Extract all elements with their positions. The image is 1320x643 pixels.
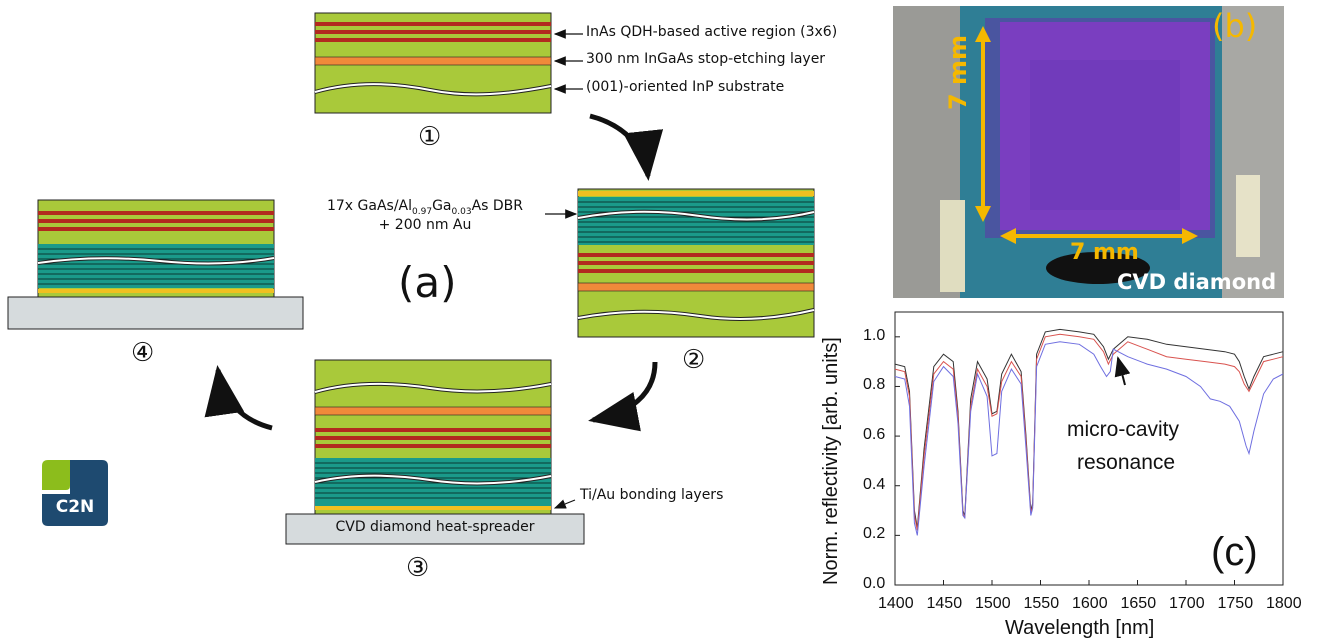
y-tick-label: 1.0 [863,326,886,344]
step-3-marker: ③ [406,553,430,583]
label-dbr: 17x GaAs/Al0.97Ga0.03As DBR + 200 nm Au [326,198,523,233]
c2n-logo: C2N [42,460,108,526]
step-2-marker: ② [682,345,706,375]
x-tick-label: 1700 [1169,595,1205,612]
x-tick-label: 1550 [1023,595,1060,612]
x-tick-label: 1800 [1266,595,1302,612]
chart-xlabel: Wavelength [nm] [1005,617,1155,639]
x-tick-label: 1600 [1072,595,1108,612]
stack-3 [285,359,585,545]
y-tick-label: 0.6 [863,426,886,444]
resonance-arrow [1114,356,1131,386]
label-active-region: InAs QDH-based active region (3x6) [586,24,838,40]
logo-text: C2N [55,497,95,517]
label-bonding: Ti/Au bonding layers [580,487,724,503]
stack-1 [314,12,552,114]
annotation-line2: resonance [1077,451,1176,474]
x-tick-label: 1450 [926,595,963,612]
x-tick-label: 1650 [1120,595,1157,612]
y-tick-label: 0.2 [863,525,886,543]
label-stop-etch: 300 nm InGaAs stop-etching layer [586,51,826,67]
label-pointers [545,29,583,509]
dim-horizontal-label: 7 mm [1070,240,1139,265]
panel-b-label: (b) [1212,7,1258,45]
series-line-3 [894,341,1284,536]
dim-vertical-label: 7 mm [944,34,972,110]
diamond-photo [893,6,1284,298]
y-tick-label: 0.8 [863,376,886,394]
reflectivity-chart [894,311,1284,586]
process-arrows [204,113,664,432]
annotation-line1: micro-cavity [1067,418,1180,441]
stack-2 [577,188,815,338]
photo-caption: CVD diamond [1117,270,1277,294]
y-tick-label: 0.4 [863,475,886,493]
x-tick-label: 1750 [1217,595,1254,612]
chart-ylabel: Norm. reflectivity [arb. units] [820,337,842,585]
x-tick-label: 1400 [878,595,914,612]
label-substrate: (001)-oriented InP substrate [586,79,785,95]
x-tick-label: 1500 [975,595,1011,612]
step-1-marker: ① [418,122,442,152]
panel-a-label: (a) [398,258,457,307]
y-tick-label: 0.0 [863,575,886,592]
panel-c-label: (c) [1211,530,1258,574]
logo-mark [42,460,108,526]
label-heat-spreader: CVD diamond heat-spreader [335,519,535,535]
stack-4 [7,199,304,330]
step-4-marker: ④ [131,338,155,368]
